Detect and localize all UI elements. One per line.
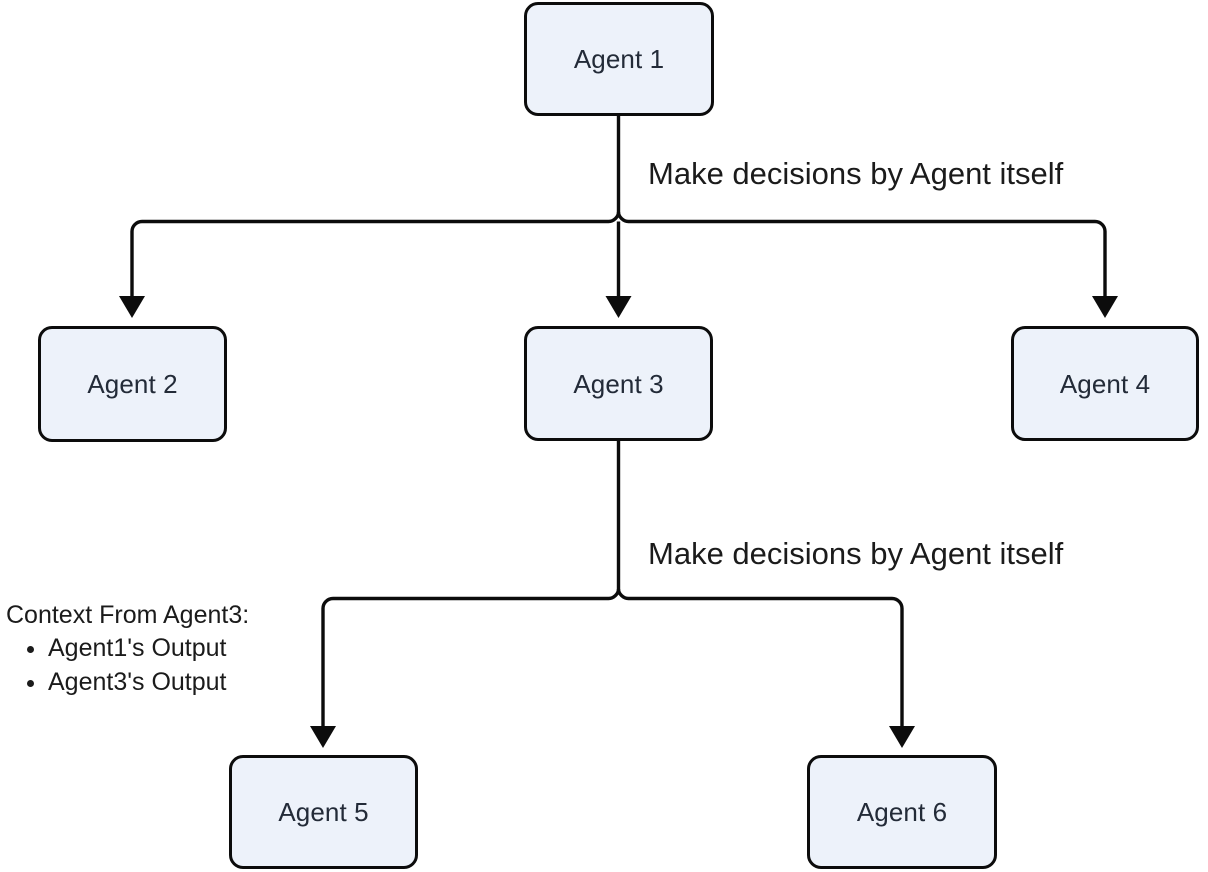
context-item-list: Agent1's Output Agent3's Output (6, 634, 249, 697)
node-agent2-label: Agent 2 (87, 369, 178, 399)
edge-bus-bottom-left-fillet (608, 588, 621, 601)
node-agent3-label: Agent 3 (573, 368, 664, 399)
edge-bus-bottom-right-run (628, 596, 904, 726)
node-agent6-label: Agent 6 (856, 797, 948, 827)
node-agent4-label: Agent 4 (1059, 368, 1151, 399)
node-agent1[interactable]: Agent 1 (524, 2, 714, 116)
node-agent3[interactable]: Agent 3 (524, 326, 713, 441)
node-agent1-label: Agent 1 (573, 44, 665, 74)
node-agent5[interactable]: Agent 5 (229, 755, 418, 869)
arrowhead-to-agent3 (605, 296, 632, 318)
edge-label-bottom: Make decisions by Agent itself (648, 536, 1064, 571)
edge-label-top: Make decisions by Agent itself (648, 156, 1064, 191)
edge-bus-top-left-run (130, 219, 609, 296)
arrowhead-to-agent5 (310, 726, 336, 748)
context-title: Context From Agent3: (6, 601, 250, 629)
edge-bus-bottom-right-fillet (616, 588, 629, 601)
arrowhead-to-agent2 (119, 296, 145, 318)
node-agent6[interactable]: Agent 6 (807, 755, 997, 869)
edge-bus-bottom-left-run (321, 596, 609, 726)
context-item: Agent1's Output (48, 634, 249, 664)
arrowhead-to-agent6 (889, 726, 915, 748)
edge-bus-top-left (608, 211, 621, 224)
edge-bus-top-right (616, 211, 629, 224)
node-agent5-label: Agent 5 (278, 797, 369, 827)
context-annotation: Context From Agent3: Agent1's Output Age… (6, 603, 249, 701)
edge-bus-top-right-run (628, 219, 1107, 296)
node-agent2[interactable]: Agent 2 (38, 326, 227, 442)
arrowhead-to-agent4 (1092, 296, 1118, 318)
node-agent4[interactable]: Agent 4 (1011, 326, 1199, 441)
context-item: Agent3's Output (48, 668, 249, 698)
